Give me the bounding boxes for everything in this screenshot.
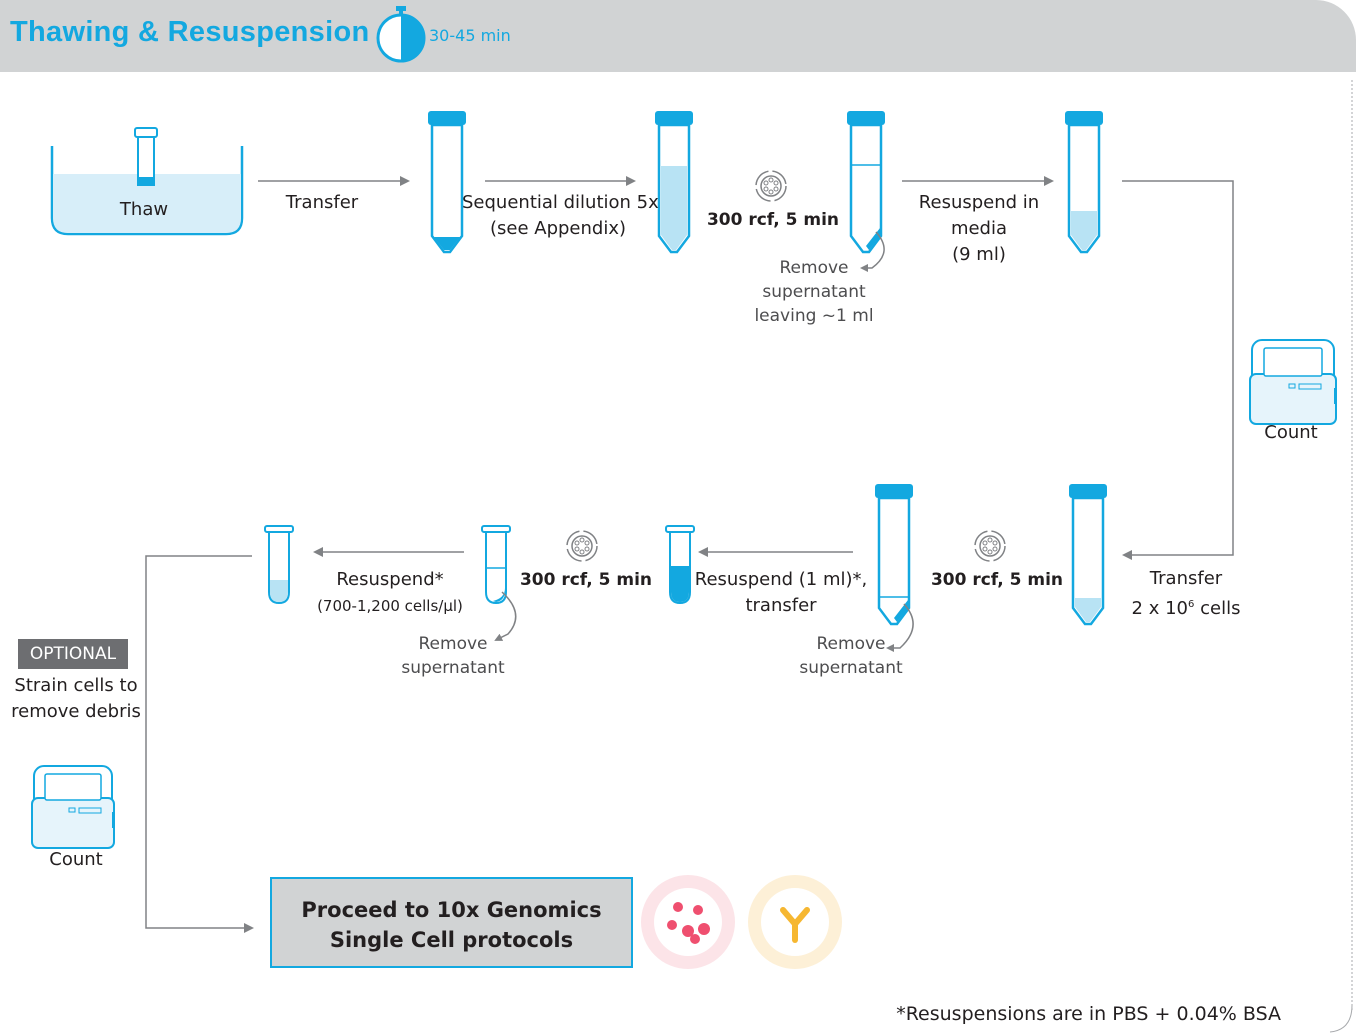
transfer-label: Transfer bbox=[285, 192, 359, 213]
remove-a-line1: Remove bbox=[816, 634, 886, 654]
page-border-corner bbox=[1329, 1004, 1353, 1033]
remove-supernatant-label-3: Remove supernatant bbox=[386, 632, 520, 680]
resuspend2-line1: Resuspend* bbox=[336, 569, 444, 590]
cell-counter-icon bbox=[1249, 339, 1337, 425]
dilution-line1: Sequential dilution 5x bbox=[462, 192, 659, 213]
arrow-connector-right bbox=[1122, 180, 1234, 560]
remove-arrow-1 bbox=[860, 231, 885, 272]
dilution-label: Sequential dilution 5x (see Appendix) bbox=[462, 190, 659, 242]
centrifuge-icon bbox=[566, 530, 598, 562]
remove-arrow-2 bbox=[886, 603, 914, 652]
strain-cells-label: Strain cells to remove debris bbox=[6, 673, 146, 725]
proceed-box: Proceed to 10x Genomics Single Cell prot… bbox=[270, 877, 633, 968]
water-bath-icon bbox=[50, 127, 244, 236]
microtube-3-icon bbox=[264, 525, 294, 605]
remove-b-line1: Remove bbox=[418, 634, 488, 654]
conical-tube-4-icon bbox=[1065, 111, 1103, 254]
resuspend-1ml-label: Resuspend (1 ml)*, transfer bbox=[690, 567, 872, 619]
conical-tube-5-icon bbox=[1069, 484, 1107, 626]
stopwatch-icon bbox=[376, 6, 426, 63]
page-title: Thawing & Resuspension bbox=[10, 16, 370, 48]
strain-line1: Strain cells to bbox=[14, 675, 138, 696]
microtube-2-icon bbox=[481, 525, 511, 605]
resuspend2-line2: (700-1,200 cells/µl) bbox=[317, 597, 463, 615]
transfer-exponent: 6 bbox=[1188, 599, 1195, 610]
transfer-line2: 2 x 106 cells bbox=[1118, 592, 1254, 622]
centrifuge-icon bbox=[755, 170, 787, 202]
resuspend-final-label: Resuspend* (700-1,200 cells/µl) bbox=[302, 567, 478, 619]
conical-tube-3-icon bbox=[847, 111, 885, 254]
transfer-cells-label: Transfer 2 x 106 cells bbox=[1118, 566, 1254, 622]
resuspend1-line1: Resuspend (1 ml)*, bbox=[694, 569, 868, 590]
proceed-line1: Proceed to 10x Genomics bbox=[301, 898, 602, 922]
resuspend-line2: media bbox=[950, 218, 1008, 239]
transfer-count: 2 x 10 bbox=[1131, 598, 1188, 619]
resuspend-media-label: Resuspend in media (9 ml) bbox=[904, 190, 1054, 268]
remove-b-line2: supernatant bbox=[401, 658, 505, 678]
spin-label-1: 300 rcf, 5 min bbox=[706, 210, 840, 230]
resuspend-line3: (9 ml) bbox=[952, 244, 1006, 265]
transfer-line1: Transfer bbox=[1149, 568, 1223, 589]
duration-label: 30-45 min bbox=[429, 26, 511, 45]
conical-tube-6-icon bbox=[875, 484, 913, 626]
remove-line1: Remove bbox=[779, 258, 849, 278]
count-label-right: Count bbox=[1264, 422, 1318, 443]
proceed-line2: Single Cell protocols bbox=[329, 928, 574, 952]
remove-line2: supernatant bbox=[762, 282, 866, 302]
single-cell-icon bbox=[641, 875, 735, 969]
spin-label-2: 300 rcf, 5 min bbox=[930, 570, 1064, 590]
resuspend-line1: Resuspend in bbox=[918, 192, 1040, 213]
strain-line2: remove debris bbox=[11, 701, 141, 722]
optional-badge: OPTIONAL bbox=[18, 639, 128, 669]
thaw-label: Thaw bbox=[119, 199, 169, 220]
microtube-1-icon bbox=[665, 525, 695, 605]
transfer-unit: cells bbox=[1194, 598, 1241, 619]
conical-tube-1-icon bbox=[428, 111, 466, 254]
remove-arrow-3 bbox=[494, 591, 517, 641]
arrow-connector-left bbox=[145, 555, 254, 933]
spin-label-3: 300 rcf, 5 min bbox=[519, 570, 653, 590]
cell-counter-icon bbox=[31, 765, 115, 849]
remove-line3: leaving ~1 ml bbox=[754, 306, 874, 326]
footnote: *Resuspensions are in PBS + 0.04% BSA bbox=[896, 1003, 1281, 1025]
remove-supernatant-label-1: Remove supernatant leaving ~1 ml bbox=[746, 256, 882, 328]
header-bar bbox=[0, 0, 1356, 72]
remove-supernatant-label-2: Remove supernatant bbox=[784, 632, 918, 680]
proceed-text: Proceed to 10x Genomics Single Cell prot… bbox=[272, 895, 631, 955]
resuspend1-line2: transfer bbox=[745, 595, 817, 616]
count-label-left: Count bbox=[49, 849, 103, 870]
antibody-icon bbox=[748, 875, 842, 969]
conical-tube-2-icon bbox=[655, 111, 693, 254]
dilution-line2: (see Appendix) bbox=[489, 218, 627, 239]
remove-a-line2: supernatant bbox=[799, 658, 903, 678]
centrifuge-icon bbox=[974, 530, 1006, 562]
